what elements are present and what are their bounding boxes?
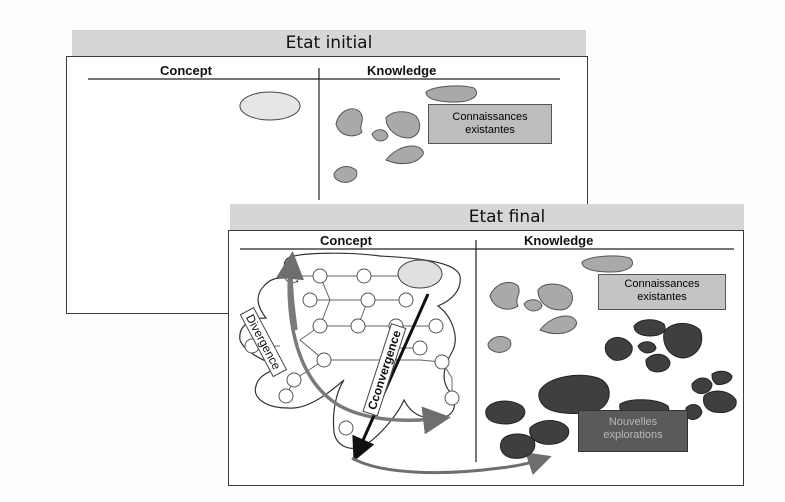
convergence-arrow: [352, 293, 430, 462]
concept-tree-edges: [252, 275, 453, 398]
initial-concept-header: Concept: [160, 63, 212, 78]
initial-knowledge-blobs: [333, 85, 478, 183]
new-exploration-blobs: [485, 319, 737, 459]
new-explorations-line2: explorations: [603, 429, 663, 441]
initial-note-line1: Connaissances: [452, 111, 528, 123]
initial-knowledge-header: Knowledge: [367, 63, 437, 78]
initial-note-line2: existantes: [465, 124, 515, 136]
final-state-banner: Etat final: [230, 204, 744, 230]
final-note-line2: existantes: [637, 291, 687, 303]
final-concept-header: Concept: [320, 233, 372, 248]
concept-tree-nodes: [244, 268, 460, 436]
initial-existing-knowledge-note: Connaissances existantes: [428, 104, 552, 144]
final-state-title: Etat final: [468, 207, 546, 227]
new-explorations-line1: Nouvelles: [608, 416, 658, 428]
final-existing-knowledge-note: Connaissances existantes: [598, 274, 726, 310]
final-existing-knowledge-blobs: [487, 255, 634, 353]
final-concept-root-node: [397, 259, 443, 289]
divergence-arrow-tail: [276, 251, 305, 331]
final-note-line1: Connaissances: [624, 278, 700, 290]
final-knowledge-header: Knowledge: [524, 233, 594, 248]
initial-concept-node: [239, 91, 301, 121]
new-explorations-note: Nouvelles explorations: [578, 410, 688, 452]
initial-state-banner: Etat initial: [72, 30, 586, 56]
initial-state-title: Etat initial: [285, 33, 373, 53]
divergence-arrow: [287, 263, 451, 435]
concept-expansion-outline: [239, 252, 461, 449]
exploration-arrow: [351, 452, 552, 476]
